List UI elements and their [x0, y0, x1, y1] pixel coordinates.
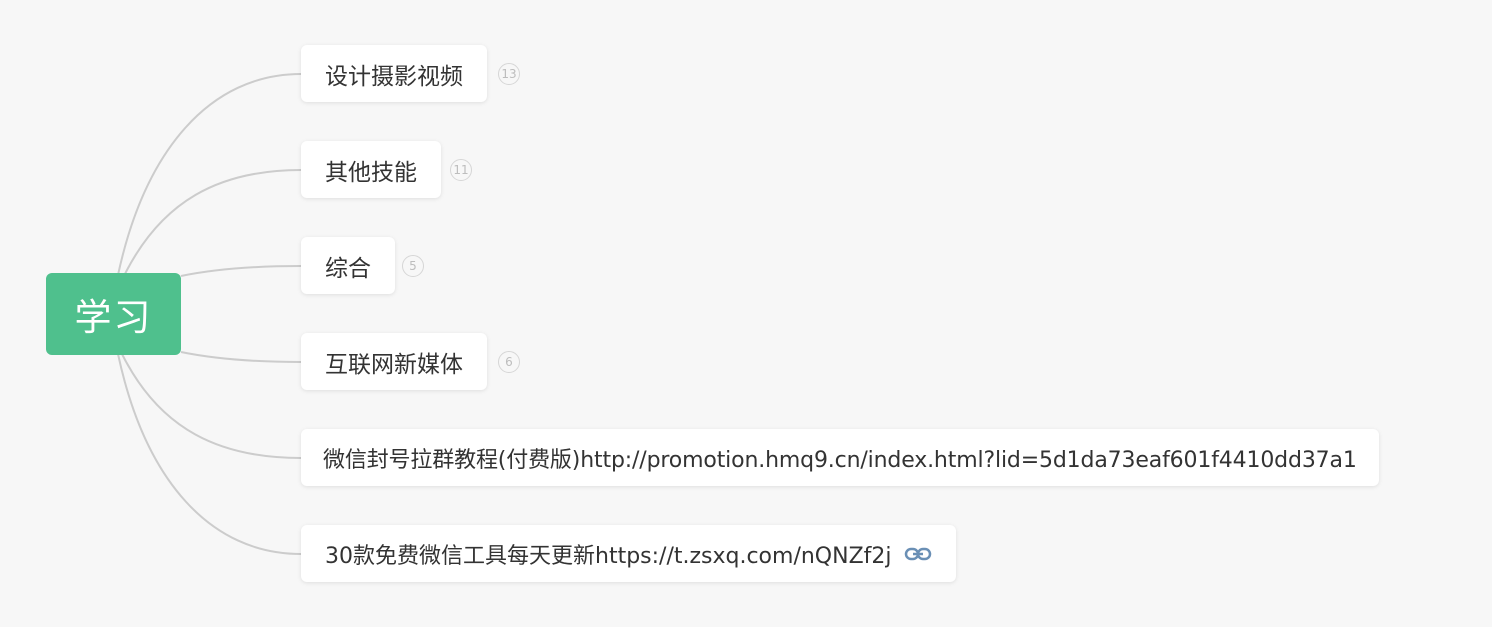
connector-line	[117, 73, 302, 276]
branch-node-label: 微信封号拉群教程(付费版)http://promotion.hmq9.cn/in…	[323, 447, 1357, 473]
branch-node-wechat-tools[interactable]: 30款免费微信工具每天更新https://t.zsxq.com/nQNZf2j	[301, 525, 956, 582]
branch-node-wechat-tutorial[interactable]: 微信封号拉群教程(付费版)http://promotion.hmq9.cn/in…	[301, 429, 1379, 486]
branch-node-label: 其他技能	[325, 159, 417, 186]
branch-node-general[interactable]: 综合	[301, 237, 395, 294]
root-node[interactable]: 学习	[46, 273, 181, 355]
branch-node-label: 设计摄影视频	[325, 63, 463, 90]
branch-node-label: 互联网新媒体	[325, 351, 463, 378]
branch-node-label: 30款免费微信工具每天更新https://t.zsxq.com/nQNZf2j	[325, 543, 892, 569]
connector-line	[180, 265, 302, 277]
branch-node-internet-media[interactable]: 互联网新媒体	[301, 333, 487, 390]
connector-line	[180, 351, 302, 363]
child-count-badge[interactable]: 5	[402, 255, 424, 277]
connector-line	[121, 353, 302, 459]
child-count-badge[interactable]: 13	[498, 63, 520, 85]
connector-line	[121, 169, 302, 281]
child-count-badge[interactable]: 11	[450, 159, 472, 181]
root-node-label: 学习	[74, 296, 153, 339]
connector-line	[117, 353, 302, 555]
branch-node-design[interactable]: 设计摄影视频	[301, 45, 487, 102]
branch-node-label: 综合	[325, 255, 371, 282]
link-icon[interactable]	[904, 544, 932, 564]
branch-node-other-skills[interactable]: 其他技能	[301, 141, 441, 198]
child-count-badge[interactable]: 6	[498, 351, 520, 373]
